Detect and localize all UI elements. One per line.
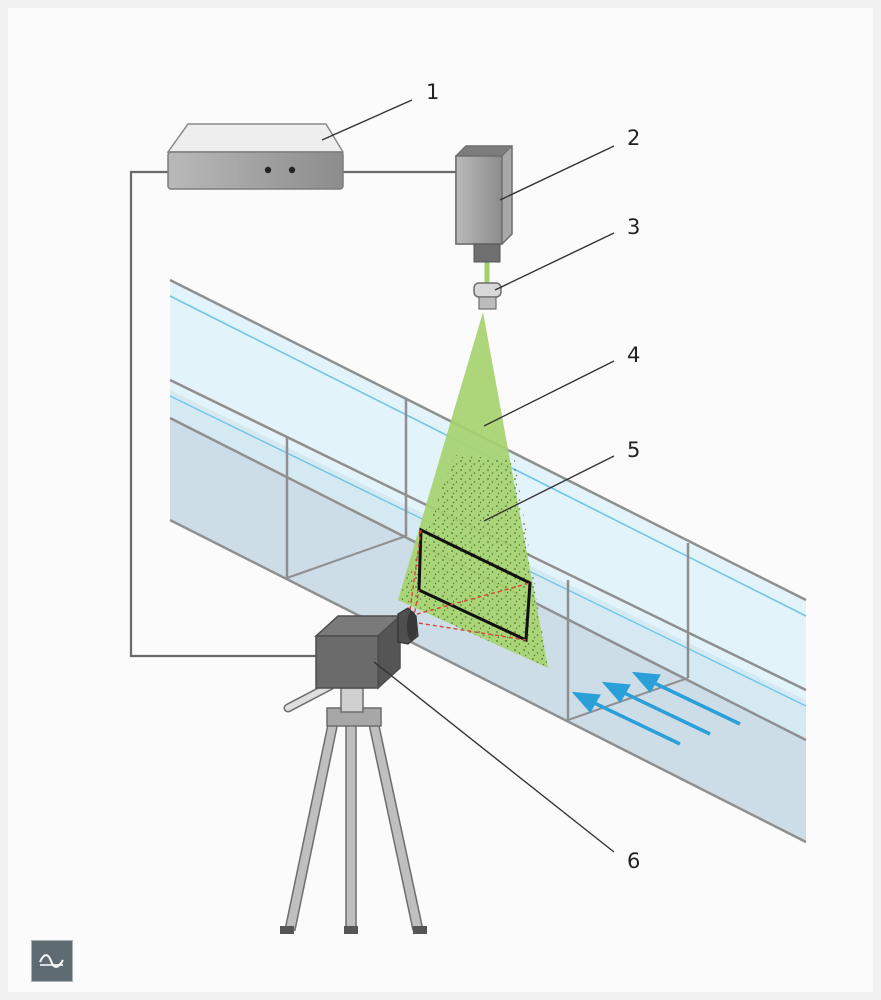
view-toggle-button[interactable]	[31, 940, 73, 982]
synchronizer-box	[166, 123, 345, 190]
callout-leaders	[321, 99, 615, 853]
callout-3: 3	[627, 215, 640, 239]
callout-1: 1	[426, 80, 439, 104]
camera-view-lines	[409, 529, 531, 641]
callout-6: 6	[627, 849, 640, 873]
callout-2: 2	[627, 126, 640, 150]
callout-4: 4	[627, 343, 640, 367]
laser-unit	[454, 145, 514, 263]
flow-arrows	[571, 671, 741, 746]
wave-icon	[39, 954, 64, 968]
cables	[129, 170, 456, 658]
callout-5: 5	[627, 438, 640, 462]
sheet-optics	[473, 282, 502, 310]
camera-with-tripod	[280, 607, 427, 934]
callout-labels: 1 2 3 4 5 6	[426, 80, 640, 873]
